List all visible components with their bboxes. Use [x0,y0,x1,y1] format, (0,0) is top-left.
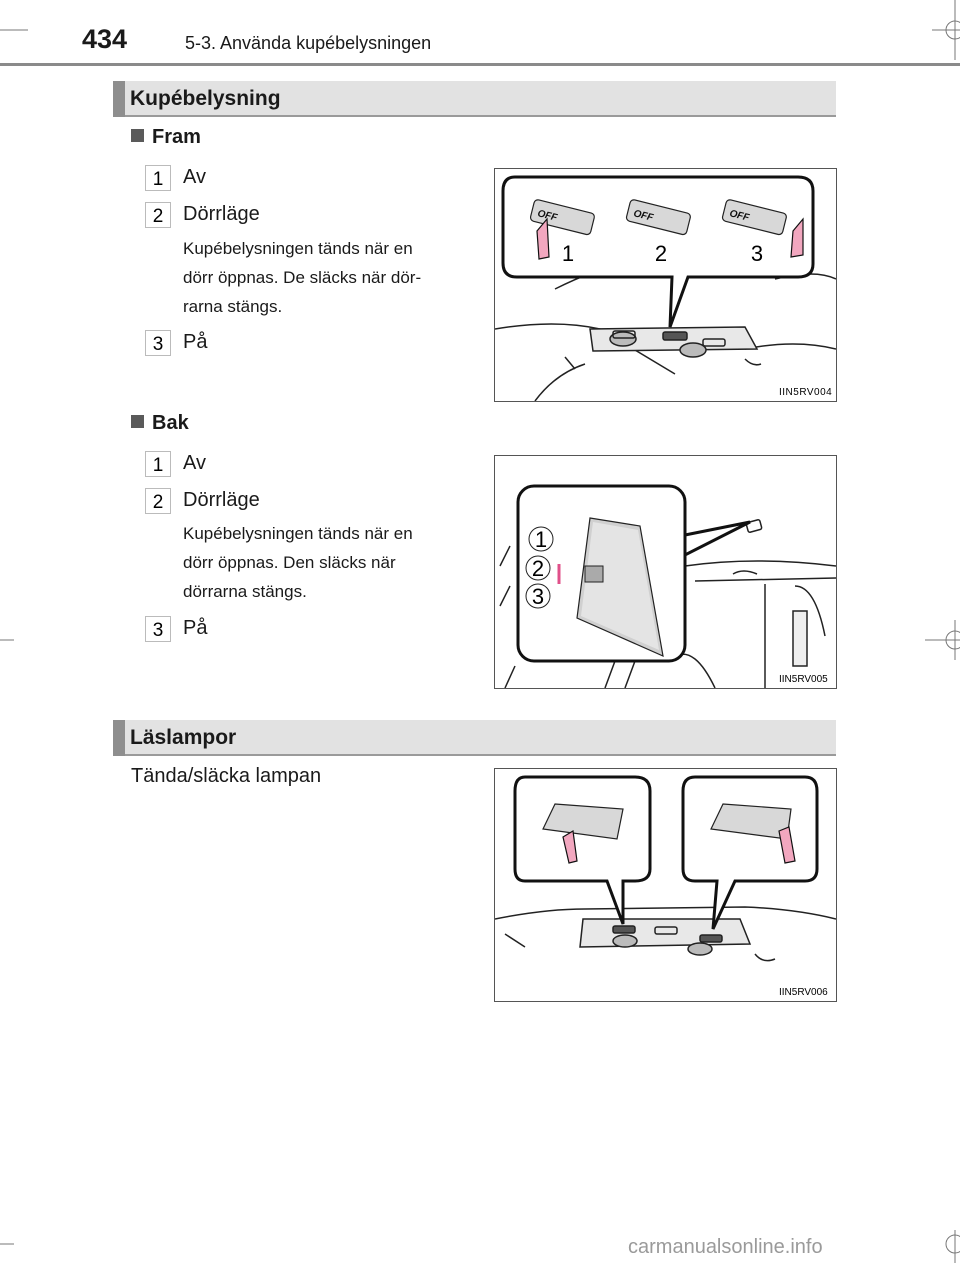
figure-rear-lamp: 1 2 3 IIN5RV005 [494,455,837,689]
rear-item-off: Av [183,452,206,474]
svg-text:3: 3 [153,334,164,355]
chapter-title: 5-3. Använda kupébelysningen [185,33,432,53]
number-1-icon: 1 [145,451,171,477]
reading-lamp-illustration: IIN5RV006 [494,775,837,998]
figure-code-006: IIN5RV006 [779,987,828,998]
number-3-icon: 3 [145,616,171,642]
svg-text:1: 1 [153,455,164,476]
section-heading-laslampor: Läslampor [113,720,836,756]
front-item-door: Dörrläge [183,203,260,225]
svg-text:OFF: OFF [536,208,559,224]
figure-code-005: IIN5RV005 [779,674,828,685]
rear-item-on: På [183,617,208,639]
svg-text:2: 2 [153,206,164,227]
square-bullet-icon [131,129,144,142]
callout-1: 1 [562,241,574,266]
rear-door-description: Kupébelysningen tänds när en dörr öppnas… [183,524,413,601]
number-3-icon: 3 [145,330,171,356]
front-item-on: På [183,331,208,353]
front-lamp-illustration: OFF OFF OFF 1 2 3 IIN5RV004 [494,175,837,402]
svg-text:OFF: OFF [632,208,655,224]
svg-text:3: 3 [153,620,164,641]
figure-reading-lamp: IIN5RV006 [494,768,837,1002]
footer-watermark: carmanualsonline.info [628,1236,823,1258]
callout-3: 3 [532,584,544,609]
reading-lamp-text: Tända/släcka lampan [131,765,322,787]
number-2-icon: 2 [145,488,171,514]
subheading-rear: Bak [131,412,189,435]
svg-text:1: 1 [153,169,164,190]
callout-2: 2 [655,241,667,266]
callout-3: 3 [751,241,763,266]
callout-1: 1 [535,527,547,552]
number-2-icon: 2 [145,202,171,228]
figure-code-004: IIN5RV004 [779,387,832,398]
front-door-description: Kupébelysningen tänds när en dörr öppnas… [183,239,422,316]
page-number: 434 [82,24,128,54]
rear-lamp-illustration: 1 2 3 IIN5RV005 [499,484,837,689]
subheading-front: Fram [131,126,201,149]
header-rule [0,63,960,66]
rear-item-door: Dörrläge [183,489,260,511]
callout-2: 2 [532,556,544,581]
square-bullet-icon [131,415,144,428]
front-item-off: Av [183,166,206,188]
svg-text:2: 2 [153,492,164,513]
svg-text:OFF: OFF [728,208,751,224]
section-heading-kupebelysning: Kupébelysning [113,81,836,117]
figure-front-lamp: OFF OFF OFF 1 2 3 IIN5RV004 [494,168,837,402]
number-1-icon: 1 [145,165,171,191]
